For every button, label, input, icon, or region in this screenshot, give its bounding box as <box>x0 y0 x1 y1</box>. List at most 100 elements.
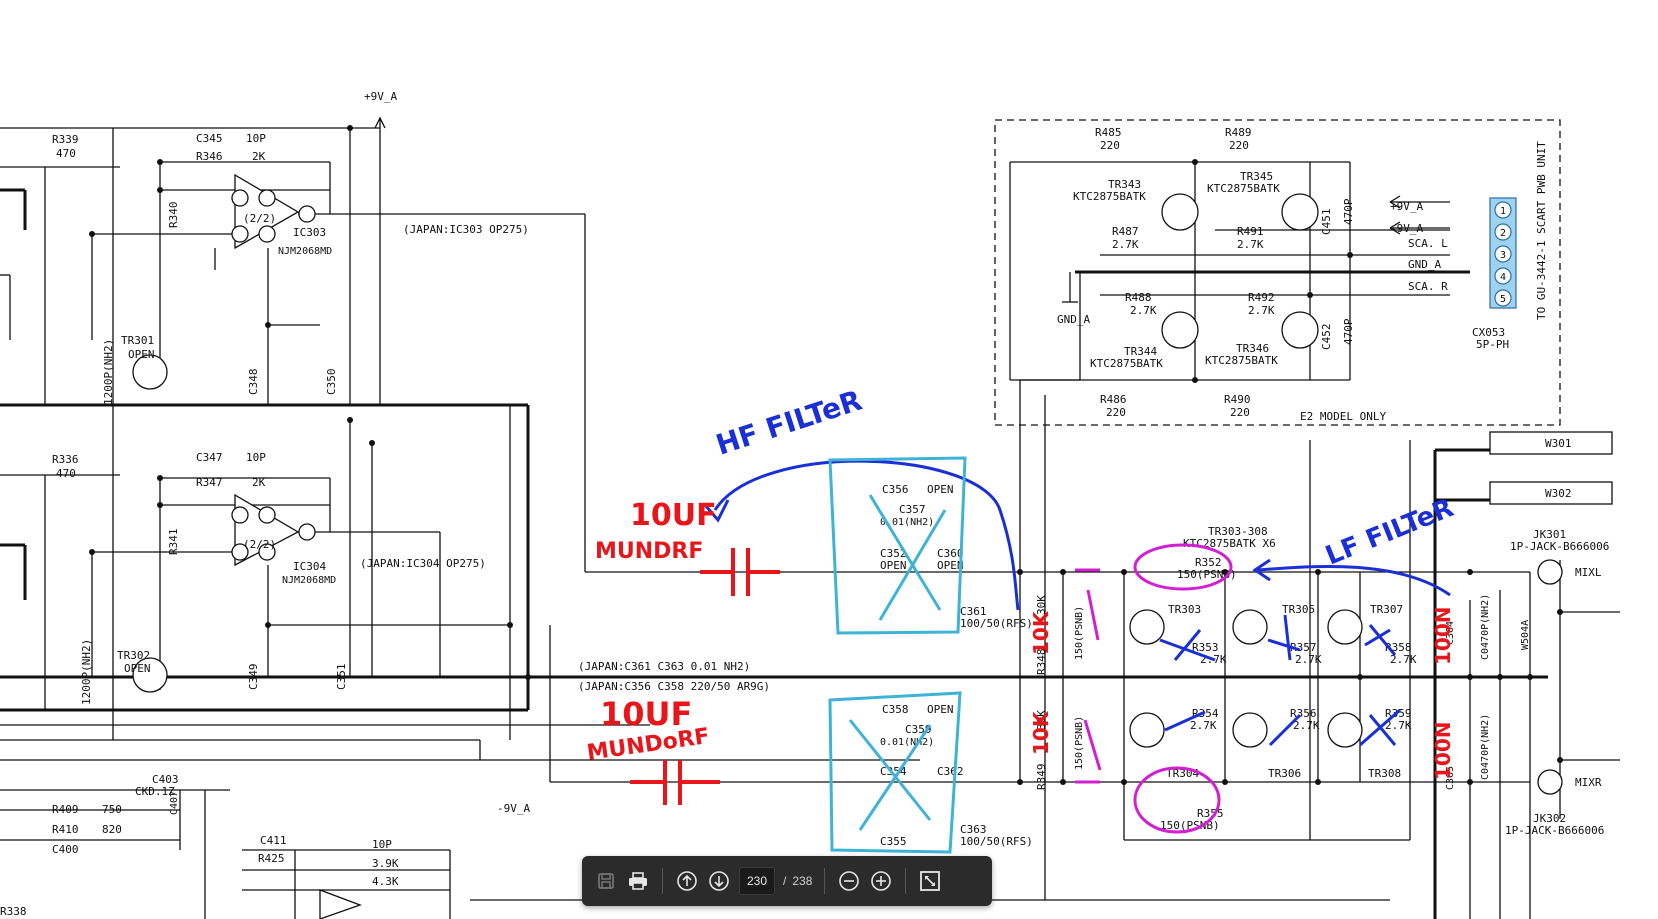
label-tr308: TR308 <box>1368 767 1401 780</box>
label-r341: R341 <box>167 529 180 556</box>
label-mixl: MIXL <box>1575 566 1602 579</box>
label-tr303-308: TR303-308 <box>1208 525 1268 538</box>
label-w302: W302 <box>1545 487 1572 500</box>
markup-c-top: 100N <box>1431 607 1455 666</box>
label-c364-val: C0470P(NH2) <box>1480 594 1491 660</box>
zoom-in-button[interactable] <box>866 866 896 896</box>
markup-blue-crosses <box>1159 614 1401 747</box>
label-r357-val: 2.7K <box>1295 653 1322 666</box>
label-tr346: TR346 <box>1236 342 1269 355</box>
label-r410-val: 820 <box>102 823 122 836</box>
markup-cap-top-brand: MUNDRF <box>595 539 703 564</box>
label-tr305: TR305 <box>1282 603 1315 616</box>
label-japan-note-1: (JAPAN:C361 C363 0.01 NH2) <box>578 660 750 673</box>
label-r486-val: 220 <box>1106 406 1126 419</box>
label-r346: R346 <box>196 150 223 163</box>
label-gnd-a: GND_A <box>1057 313 1090 326</box>
label-r489: R489 <box>1225 126 1252 139</box>
markup-hf-filter: HF FILTeR <box>703 384 1020 611</box>
label-r351-val: 150(PSNB) <box>1074 716 1085 770</box>
save-button[interactable] <box>591 866 621 896</box>
label-r425: R425 <box>258 852 285 865</box>
markup-lf-filter: LF FILTeR <box>1252 493 1458 597</box>
label-c358-open: OPEN <box>927 703 954 716</box>
label-c356-open: OPEN <box>927 483 954 496</box>
label-c350: C350 <box>325 369 338 396</box>
label-e2-note: E2 MODEL ONLY <box>1300 410 1386 423</box>
viewer-toolbar: 230 / 238 <box>582 856 992 906</box>
label-supply-neg: -9V_A <box>497 802 530 815</box>
label-c357-val: 0.01(NH2) <box>880 517 934 528</box>
label-jk301-part: 1P-JACK-B666006 <box>1510 540 1609 553</box>
label-c347: C347 <box>196 451 223 464</box>
label-tr301-open: OPEN <box>128 348 155 361</box>
label-ic303: IC303 <box>293 226 326 239</box>
label-jk302-part: 1P-JACK-B666006 <box>1505 824 1604 837</box>
label-c360-open: OPEN <box>937 559 964 572</box>
label-r490-val: 220 <box>1230 406 1250 419</box>
next-page-button[interactable] <box>704 866 734 896</box>
label-tr-part-x6: KTC2875BATK X6 <box>1183 537 1276 550</box>
save-icon <box>598 873 614 889</box>
label-r409-val: 750 <box>102 803 122 816</box>
label-r349-val: 30K <box>1035 710 1048 730</box>
label-cx053: CX053 <box>1472 326 1505 339</box>
label-r486: R486 <box>1100 393 1127 406</box>
label-c348: C348 <box>247 369 260 396</box>
label-c345-val: 10P <box>246 132 266 145</box>
label-conn-9v: +9V_A <box>1390 200 1423 213</box>
markup-r-bot: 10K <box>1029 710 1053 755</box>
previous-page-button[interactable] <box>672 866 702 896</box>
label-tr303: TR303 <box>1168 603 1201 616</box>
label-c451-val: 470P <box>1342 198 1355 225</box>
label-c363: C363 <box>960 823 987 836</box>
label-opamp-half-1: (2/2) <box>243 212 276 225</box>
label-r349: R349 <box>1035 764 1048 791</box>
label-c357: C357 <box>899 503 926 516</box>
label-r490: R490 <box>1224 393 1251 406</box>
label-conn-m9v: -9V_A <box>1390 222 1423 235</box>
arrow-down-icon <box>709 871 729 891</box>
label-ic303-part: NJM2068MD <box>278 246 332 257</box>
fit-page-button[interactable] <box>915 866 945 896</box>
label-c361-val: 100/50(RFS) <box>960 617 1033 630</box>
markup-lf-filter-text: LF FILTeR <box>1321 493 1457 571</box>
label-r336: R336 <box>52 453 79 466</box>
fit-page-icon <box>920 871 941 891</box>
label-c365: C365 <box>1445 766 1456 790</box>
page-number-input[interactable]: 230 <box>739 867 775 895</box>
zoom-out-button[interactable] <box>834 866 864 896</box>
print-button[interactable] <box>623 866 653 896</box>
label-r347-val: 2K <box>252 476 266 489</box>
label-ic303-note: (JAPAN:IC303 OP275) <box>403 223 529 236</box>
label-c452: C452 <box>1320 324 1333 351</box>
label-w504a: W504A <box>1520 620 1531 650</box>
label-c352: C352 <box>880 547 907 560</box>
label-r409: R409 <box>52 803 79 816</box>
label-r491: R491 <box>1237 225 1264 238</box>
label-c403: C403 <box>152 773 179 786</box>
cx053-pin-1: 1 <box>1500 206 1506 217</box>
label-r485-val: 220 <box>1100 139 1120 152</box>
cx053-pin-numbers: 1 2 3 4 5 <box>1500 206 1506 305</box>
label-c411: C411 <box>260 834 287 847</box>
label-tr344-part: KTC2875BATK <box>1090 357 1163 370</box>
markup-cap-top-val: 10UF <box>630 498 717 533</box>
toolbar-divider <box>824 868 826 894</box>
label-c360: C360 <box>937 547 964 560</box>
markup-r-top: 10K <box>1029 610 1053 655</box>
label-c403-val: CKD.1Z <box>135 785 175 798</box>
label-r354: R354 <box>1192 707 1219 720</box>
cx053-pin-5: 5 <box>1500 294 1506 305</box>
label-conn-scal: SCA. L <box>1408 237 1448 250</box>
label-r487: R487 <box>1112 225 1139 238</box>
label-ic304: IC304 <box>293 560 326 573</box>
label-c362: C362 <box>937 765 964 778</box>
label-unit: TO GU-3442-1 SCART PWB UNIT <box>1535 141 1548 320</box>
markup-added-caps <box>630 548 780 805</box>
label-tr344: TR344 <box>1124 345 1157 358</box>
label-r410: R410 <box>52 823 79 836</box>
label-r426-val: 4.3K <box>372 875 399 888</box>
label-tr301: TR301 <box>121 334 154 347</box>
label-ic304-note: (JAPAN:IC304 OP275) <box>360 557 486 570</box>
